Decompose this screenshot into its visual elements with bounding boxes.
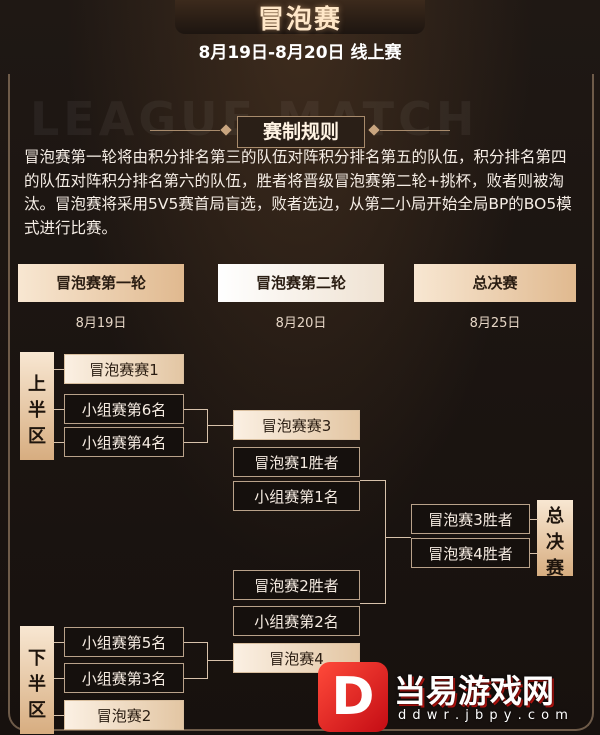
connector-line [530, 553, 538, 554]
tab-final[interactable]: 总决赛 [414, 264, 576, 302]
match-box-round2-upper-1[interactable]: 冒泡赛赛3 [233, 410, 360, 440]
match-box-round1-upper-3[interactable]: 小组赛第4名 [64, 427, 184, 457]
connector-line [385, 480, 386, 604]
connector-line [385, 537, 411, 538]
match-box-round2-lower-1[interactable]: 冒泡赛2胜者 [233, 570, 360, 600]
connector-line [184, 678, 208, 679]
match-box-round1-lower-2[interactable]: 小组赛第3名 [64, 663, 184, 693]
connector-line [184, 642, 208, 643]
final-box-1[interactable]: 冒泡赛3胜者 [411, 504, 530, 534]
connector-line [54, 642, 64, 643]
heading-line-right [380, 130, 450, 131]
final-date: 8月25日 [469, 316, 521, 331]
page-title: 冒泡赛 [257, 5, 342, 35]
upper-label-char: 区 [28, 426, 46, 447]
round-2-date: 8月20日 [275, 316, 327, 331]
connector-line [54, 715, 64, 716]
final-box-2[interactable]: 冒泡赛4胜者 [411, 538, 530, 568]
connector-line [207, 660, 233, 661]
lower-half-label: 下 半 区 [20, 626, 54, 734]
connector-line [54, 442, 64, 443]
site-logo-icon: D [318, 662, 388, 732]
site-url: d d w r . j b p y . c o m [398, 708, 569, 723]
title-banner [175, 0, 425, 34]
tab-round-2[interactable]: 冒泡赛第二轮 [218, 264, 384, 302]
match-box-round2-upper-3[interactable]: 小组赛第1名 [233, 481, 360, 511]
match-box-round1-upper-2[interactable]: 小组赛第6名 [64, 394, 184, 424]
match-box-round2-lower-2[interactable]: 小组赛第2名 [233, 606, 360, 636]
final-label-char: 赛 [546, 558, 564, 579]
match-box-round2-upper-2[interactable]: 冒泡赛1胜者 [233, 447, 360, 477]
connector-line [360, 480, 386, 481]
event-date-line: 8月19日-8月20日 线上赛 [198, 43, 402, 63]
connector-line [530, 519, 538, 520]
connector-line [54, 409, 64, 410]
final-label-char: 总 [546, 506, 564, 527]
rules-heading: 赛制规则 [150, 114, 450, 148]
connector-line [360, 603, 386, 604]
upper-label-char: 上 [28, 374, 46, 395]
tab-round-1[interactable]: 冒泡赛第一轮 [18, 264, 184, 302]
diamond-icon [368, 124, 380, 136]
connector-line [207, 409, 208, 443]
match-box-round1-lower-1[interactable]: 小组赛第5名 [64, 627, 184, 657]
heading-line-left [150, 130, 220, 131]
final-label-char: 决 [546, 532, 564, 553]
connector-line [54, 678, 64, 679]
connector-line [184, 442, 208, 443]
lower-label-char: 半 [28, 674, 46, 695]
connector-line [54, 369, 64, 370]
upper-half-label: 上 半 区 [20, 352, 54, 460]
rules-title: 赛制规则 [237, 116, 365, 148]
lower-label-char: 区 [28, 700, 46, 721]
content-frame [8, 74, 594, 731]
connector-line [207, 425, 233, 426]
final-label: 总 决 赛 [537, 500, 573, 579]
connector-line [184, 409, 208, 410]
site-name: 当易游戏网 [394, 672, 555, 710]
match-box-round1-lower-3[interactable]: 冒泡赛2 [64, 700, 184, 730]
lower-label-char: 下 [28, 648, 46, 669]
rules-text: 冒泡赛第一轮将由积分排名第三的队伍对阵积分排名第五的队伍，积分排名第四的队伍对阵… [24, 148, 572, 237]
diamond-icon [220, 124, 232, 136]
site-watermark: D 当易游戏网 d d w r . j b p y . c o m [318, 658, 600, 735]
match-box-round1-upper-1[interactable]: 冒泡赛赛1 [64, 354, 184, 384]
upper-label-char: 半 [28, 400, 46, 421]
round-1-date: 8月19日 [75, 316, 127, 331]
